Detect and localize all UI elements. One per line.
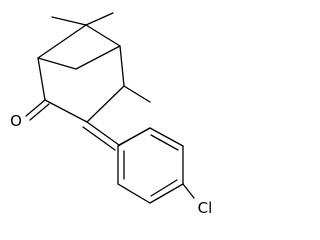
bond-ring-double-2 <box>150 179 178 197</box>
bond-c7-c6 <box>85 24 121 47</box>
bond-ring-6 <box>117 127 151 147</box>
chlorine-label: Cl <box>198 199 213 217</box>
bond-carbonyl-outer <box>25 99 46 117</box>
bond-ring-3 <box>149 183 184 204</box>
bond-c4-methyl <box>123 85 151 103</box>
bond-carbonyl-inner <box>29 103 50 121</box>
bond-exocyclic-outer <box>86 121 120 146</box>
bond-c7-me2 <box>85 12 114 26</box>
bond-c1-c8 <box>37 57 77 70</box>
bond-exocyclic-inner <box>82 126 116 151</box>
bond-ring-4 <box>117 183 151 204</box>
bond-ring-double-1 <box>150 134 179 151</box>
bond-c7-c1 <box>37 24 87 59</box>
bond-c4-c5 <box>119 45 125 87</box>
bond-c-cl <box>182 183 195 199</box>
bond-c7-me1 <box>51 16 87 26</box>
bond-c1-c2 <box>37 57 46 101</box>
bond-ring-1 <box>149 127 184 147</box>
bond-c8-c5 <box>75 45 121 70</box>
chlorine-label-bg <box>193 199 217 217</box>
oxygen-label-bg <box>7 112 25 130</box>
bond-c2-c3 <box>44 99 88 123</box>
oxygen-label: O <box>10 112 22 130</box>
bond-c3-c4 <box>86 85 125 123</box>
chemical-structure-diagram: O Cl <box>7 12 217 217</box>
